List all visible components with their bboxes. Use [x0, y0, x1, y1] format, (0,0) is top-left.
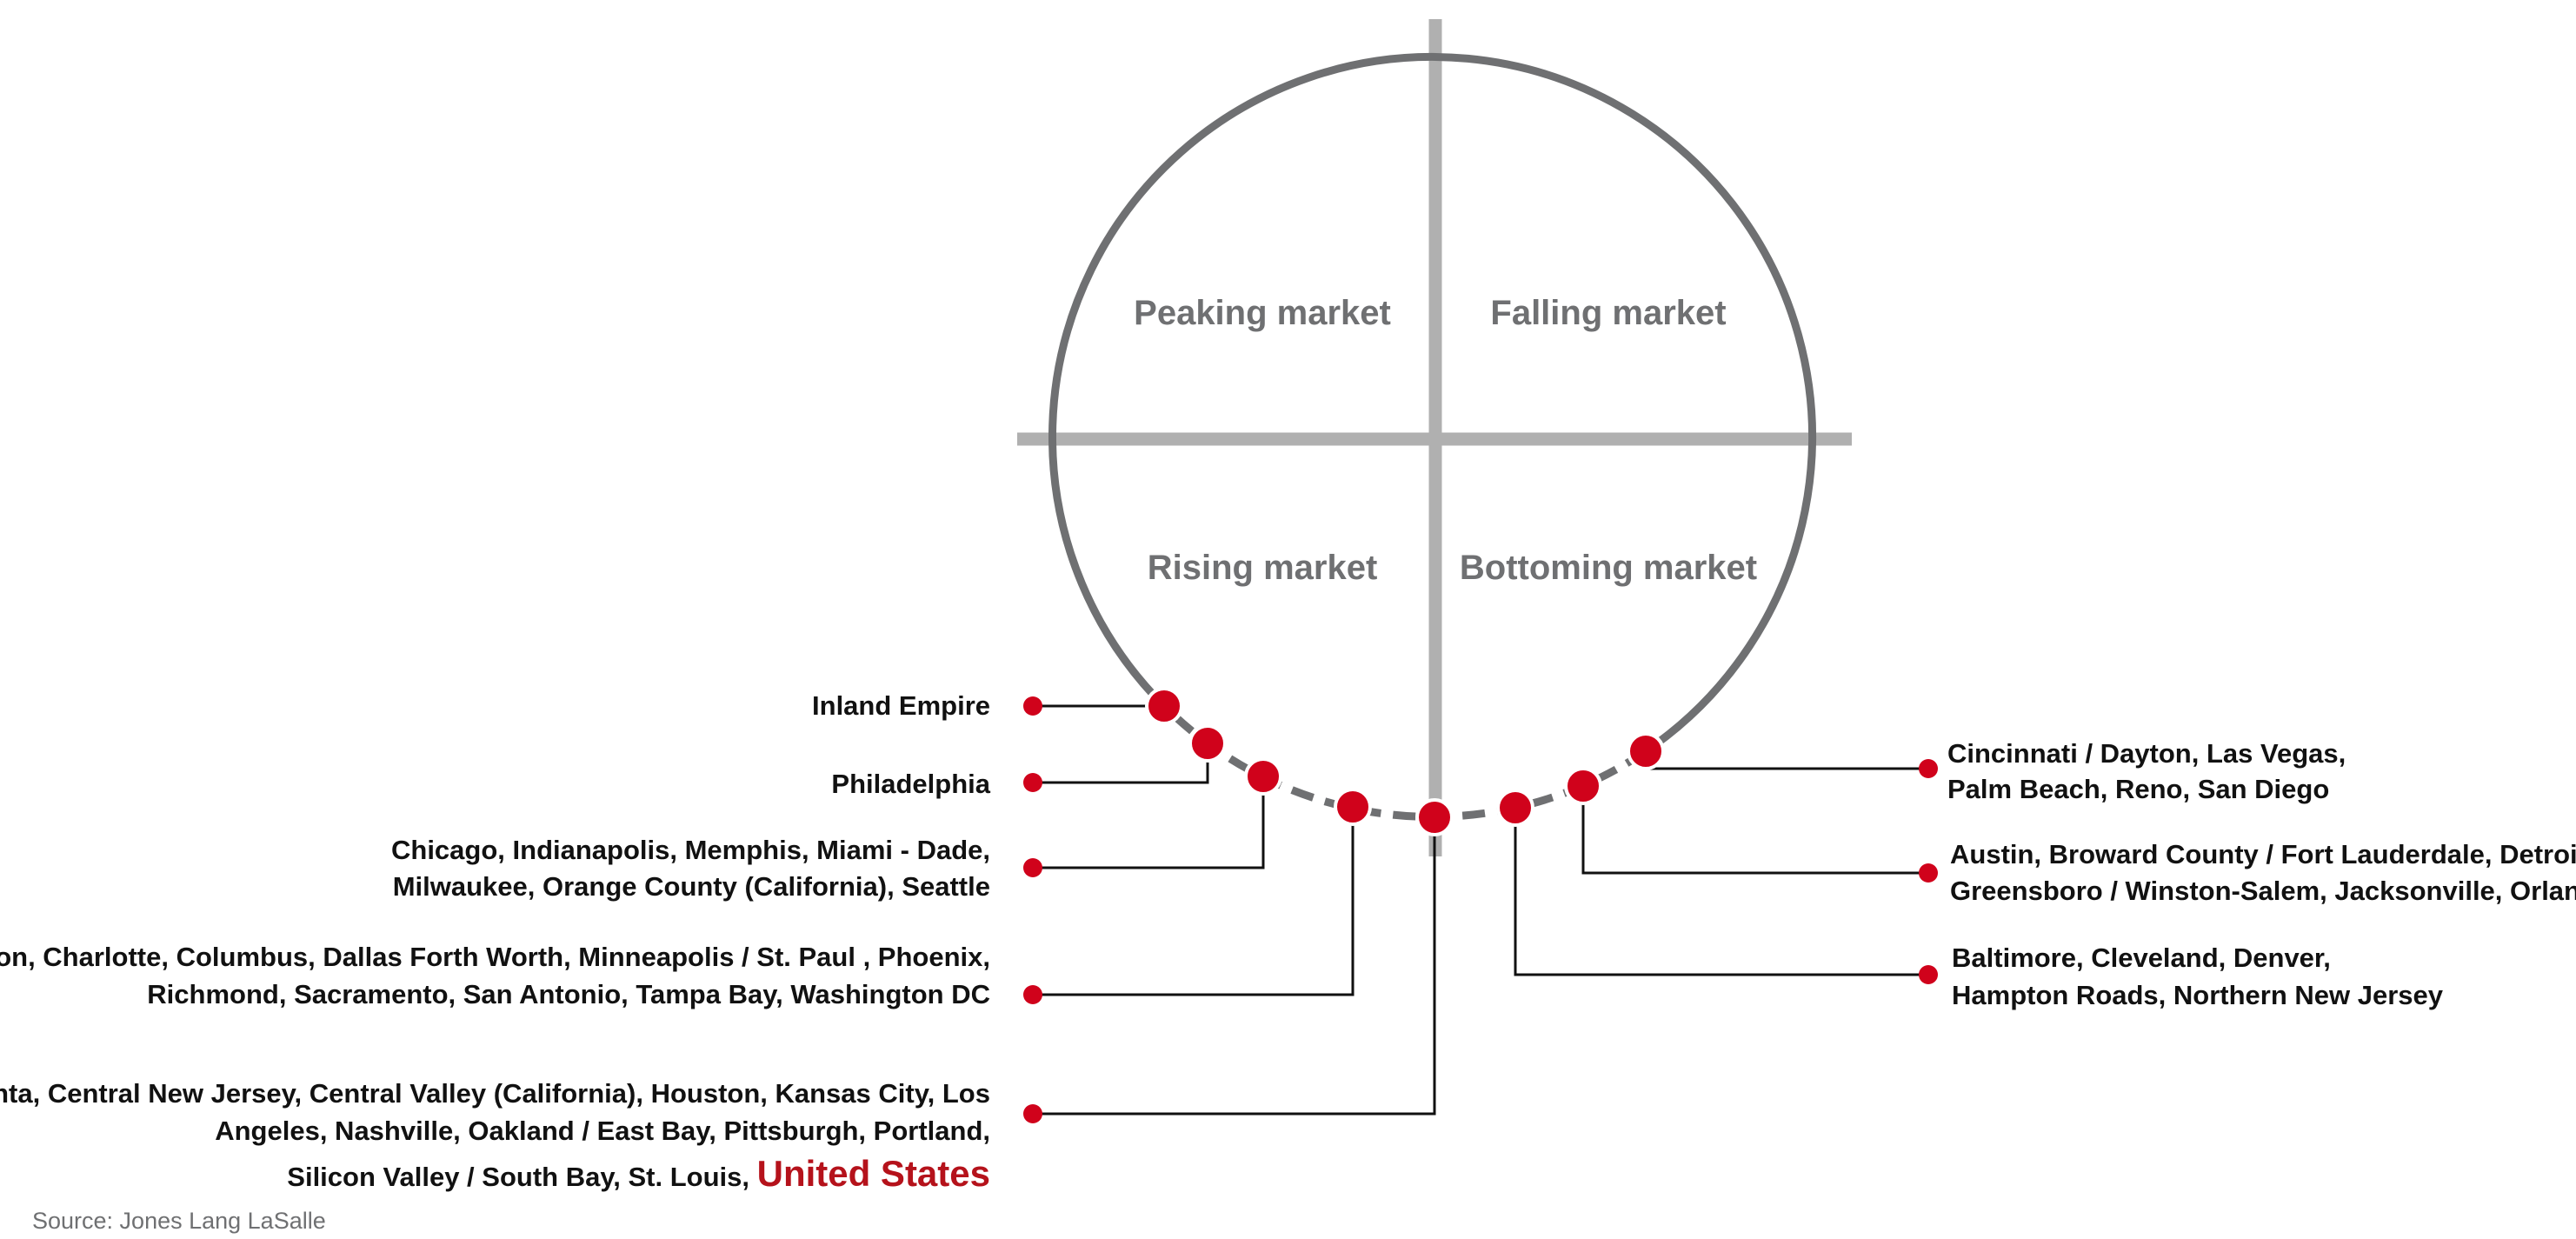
label-cincinnati-line2: Palm Beach, Reno, San Diego — [1947, 774, 2329, 804]
endpoint-dot — [1023, 1104, 1042, 1123]
quadrant-label-bottoming: Bottoming market — [1460, 549, 1757, 587]
connector-atlanta — [1033, 817, 1436, 1116]
endpoint-dot — [1023, 985, 1042, 1004]
quadrant-label-falling: Falling market — [1490, 294, 1726, 332]
quadrant-label-rising: Rising market — [1148, 549, 1378, 587]
endpoint-dot — [1919, 759, 1938, 778]
connector-baltimore — [1514, 808, 1928, 976]
endpoint-dot — [1023, 696, 1042, 716]
label-atlanta-line3: Silicon Valley / South Bay, St. Louis, U… — [287, 1153, 990, 1194]
label-boston-line1: Boston, Charlotte, Columbus, Dallas Fort… — [0, 942, 990, 972]
connector-philadelphia — [1033, 743, 1209, 784]
marker-austin — [1564, 767, 1602, 805]
label-united-states: United States — [757, 1153, 990, 1194]
label-baltimore-line1: Baltimore, Cleveland, Denver, — [1952, 943, 2331, 973]
connector-boston — [1033, 807, 1355, 996]
cycle-circle-arc — [1048, 52, 1816, 755]
label-philadelphia: Philadelphia — [831, 769, 990, 799]
source-note: Source: Jones Lang LaSalle — [32, 1208, 326, 1234]
endpoint-dot — [1023, 858, 1042, 877]
label-baltimore-line2: Hampton Roads, Northern New Jersey — [1952, 980, 2444, 1010]
endpoint-dot — [1919, 965, 1938, 984]
connector-chicago — [1033, 776, 1265, 869]
label-cincinnati-line1: Cincinnati / Dayton, Las Vegas, — [1947, 738, 2346, 769]
marker-atlanta — [1415, 798, 1454, 836]
marker-inland-empire — [1145, 687, 1183, 725]
label-atlanta-line3-text: Silicon Valley / South Bay, St. Louis, — [287, 1162, 756, 1192]
label-austin-line1: Austin, Broward County / Fort Lauderdale… — [1950, 839, 2576, 869]
connector-cincinnati — [1644, 751, 1928, 770]
label-chicago-line2: Milwaukee, Orange County (California), S… — [393, 871, 990, 902]
label-atlanta-line1: Atlanta, Central New Jersey, Central Val… — [0, 1078, 990, 1109]
label-atlanta-line2: Angeles, Nashville, Oakland / East Bay, … — [215, 1116, 990, 1146]
marker-baltimore — [1496, 789, 1534, 827]
quadrant-label-peaking: Peaking market — [1134, 294, 1391, 332]
marker-philadelphia — [1188, 724, 1227, 763]
label-inland-empire: Inland Empire — [812, 690, 990, 721]
endpoint-dot — [1023, 773, 1042, 792]
endpoint-dot — [1919, 863, 1938, 883]
marker-boston — [1334, 788, 1372, 826]
marker-cincinnati — [1627, 732, 1665, 770]
label-boston-line2: Richmond, Sacramento, San Antonio, Tampa… — [147, 979, 990, 1009]
connector-austin — [1581, 786, 1928, 875]
label-austin-line2: Greensboro / Winston-Salem, Jacksonville… — [1950, 876, 2576, 906]
label-chicago-line1: Chicago, Indianapolis, Memphis, Miami - … — [391, 835, 990, 865]
marker-chicago — [1244, 757, 1282, 796]
